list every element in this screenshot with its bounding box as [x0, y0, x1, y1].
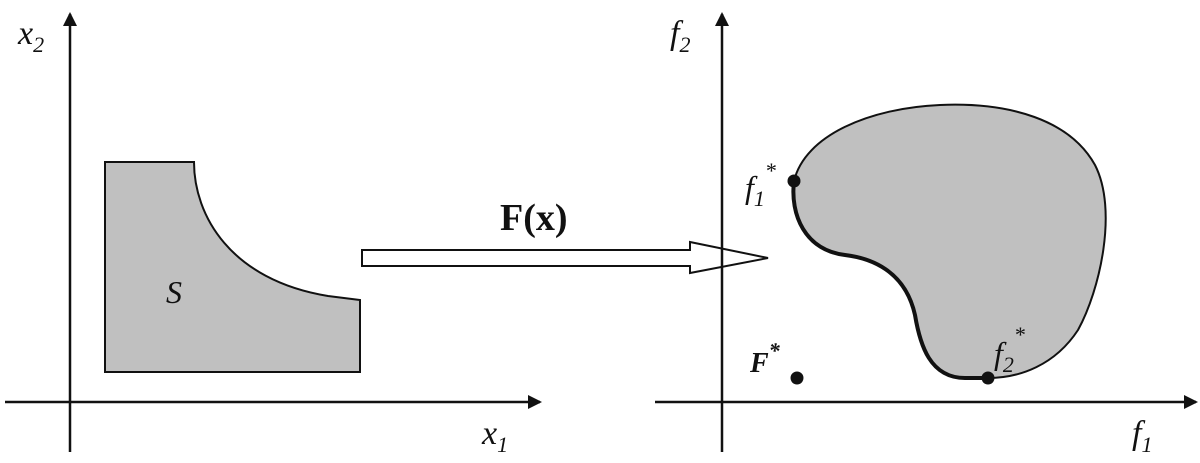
- f1-axis-label: f1: [1132, 415, 1152, 457]
- mapping-label: F(x): [500, 197, 568, 239]
- region-label: S: [166, 274, 182, 310]
- x1-axis-label: x1: [481, 415, 508, 457]
- objective-space-panel: f2 f1 f1* f2* F*: [655, 12, 1198, 457]
- mapping-arrow: F(x): [361, 197, 769, 275]
- pareto-front: [791, 180, 988, 380]
- f2-star-point: [981, 371, 995, 385]
- ideal-point: [790, 371, 804, 385]
- x2-axis-label: x2: [17, 15, 44, 57]
- ideal-point-label: F*: [749, 338, 781, 379]
- feasible-region-S: [104, 161, 361, 373]
- f1-star-point: [787, 174, 801, 188]
- f2-axis-label: f2: [670, 15, 690, 57]
- objective-region: [792, 103, 1107, 379]
- f1-star-label: f1*: [745, 158, 776, 211]
- decision-space-panel: x2 x1 S: [5, 12, 542, 457]
- hollow-arrow: [361, 240, 769, 275]
